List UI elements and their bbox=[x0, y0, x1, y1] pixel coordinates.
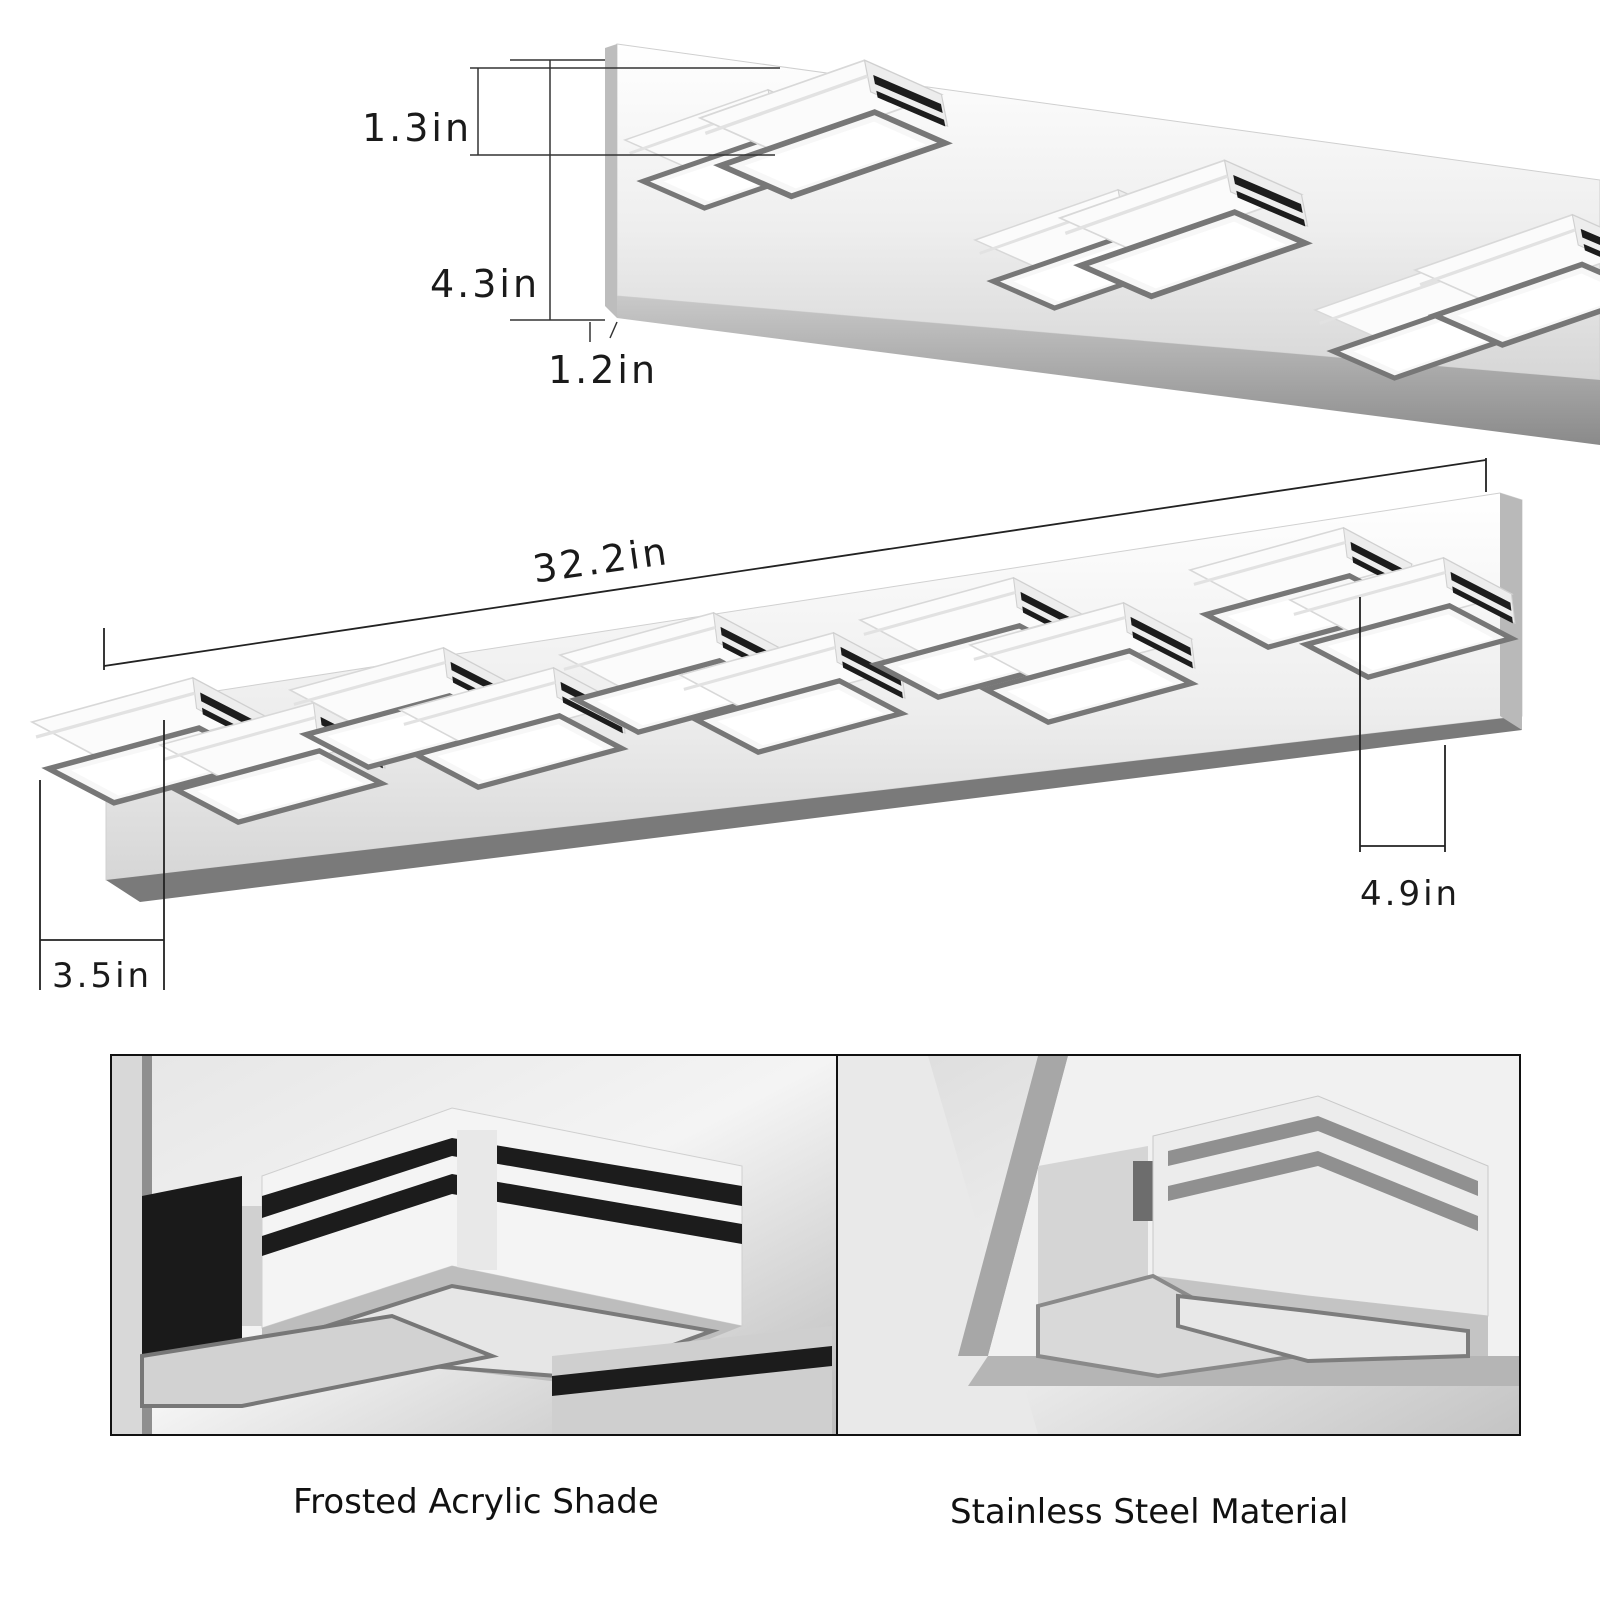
dimension-base-depth: 1.2in bbox=[548, 348, 659, 392]
caption-frosted-acrylic-shade: Frosted Acrylic Shade bbox=[293, 1482, 659, 1522]
detail-panel-stainless-steel bbox=[836, 1054, 1521, 1436]
stainless-steel-closeup bbox=[838, 1056, 1519, 1434]
main-fixture bbox=[29, 492, 1523, 902]
top-dimension-lines bbox=[470, 59, 780, 342]
top-fixture bbox=[605, 43, 1600, 445]
frosted-shade-closeup bbox=[112, 1056, 836, 1434]
caption-stainless-steel-material: Stainless Steel Material bbox=[950, 1492, 1349, 1532]
dimension-shade-width: 4.9in bbox=[1360, 874, 1461, 914]
dimension-shade-projection: 3.5in bbox=[52, 956, 153, 996]
detail-panel-frosted-shade bbox=[110, 1054, 838, 1436]
main-dimension-lines bbox=[39, 458, 1487, 990]
dimension-base-height: 4.3in bbox=[430, 262, 541, 306]
dimension-shade-height: 1.3in bbox=[362, 106, 473, 150]
